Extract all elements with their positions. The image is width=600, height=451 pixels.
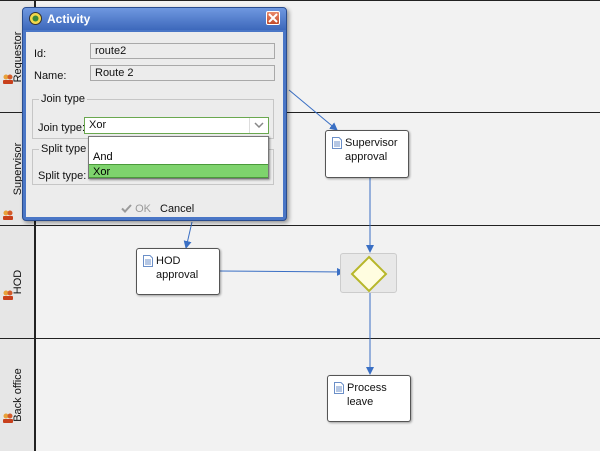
option-xor[interactable]: Xor — [89, 164, 268, 178]
task-label: HOD approval — [156, 255, 199, 281]
id-label: Id: — [34, 48, 47, 60]
close-button[interactable] — [266, 11, 280, 25]
dialog-titlebar[interactable]: Activity — [23, 8, 286, 30]
task-label: Process leave — [347, 382, 387, 408]
ok-label: OK — [135, 203, 151, 215]
chevron-down-icon[interactable] — [249, 118, 268, 133]
gateway-route2[interactable] — [340, 253, 397, 293]
activity-dialog[interactable]: Activity Id: route2 Name: Route 2 Join t… — [22, 7, 287, 221]
task-supervisor-approval[interactable]: Supervisor approval — [325, 130, 409, 178]
task-process-leave[interactable]: Process leave — [327, 375, 411, 422]
lane-back-office[interactable]: Back office — [0, 338, 600, 451]
dialog-title: Activity — [47, 12, 91, 26]
flow-to-hod-approval[interactable] — [183, 221, 193, 249]
join-type-group-title: Join type — [39, 93, 88, 105]
user-group-icon — [3, 290, 13, 300]
flow-hod-to-gateway[interactable] — [218, 267, 345, 276]
document-icon — [334, 382, 344, 394]
app-icon — [29, 12, 42, 25]
user-group-icon — [3, 74, 13, 84]
xor-gateway-diamond — [350, 255, 388, 293]
check-icon — [121, 204, 132, 213]
name-label: Name: — [34, 70, 67, 82]
document-icon — [332, 137, 342, 149]
lane-header-hod[interactable]: HOD — [0, 226, 36, 338]
cancel-button[interactable]: Cancel — [160, 203, 195, 215]
name-field[interactable]: Route 2 — [90, 65, 275, 81]
option-and[interactable]: And — [93, 151, 113, 163]
flow-to-supervisor-approval[interactable] — [288, 89, 338, 131]
split-type-group-title: Split type — [39, 143, 89, 155]
split-type-label: Split type: — [38, 170, 87, 182]
join-type-label: Join type: — [38, 122, 86, 134]
join-type-dropdown-list[interactable]: And Xor — [88, 136, 269, 179]
user-group-icon — [3, 413, 13, 423]
document-icon — [143, 255, 153, 267]
join-type-value: Xor — [89, 119, 107, 131]
lane-header-back-office[interactable]: Back office — [0, 339, 36, 451]
ok-button[interactable]: OK — [121, 203, 151, 215]
close-icon — [268, 13, 278, 23]
id-field[interactable]: route2 — [90, 43, 275, 59]
join-type-select[interactable]: Xor — [84, 117, 269, 134]
task-hod-approval[interactable]: HOD approval — [136, 248, 220, 295]
dialog-body: Id: route2 Name: Route 2 Join type Join … — [26, 32, 283, 217]
user-group-icon — [3, 210, 13, 220]
task-label: Supervisor approval — [345, 137, 398, 163]
lane-hod[interactable]: HOD — [0, 225, 600, 338]
